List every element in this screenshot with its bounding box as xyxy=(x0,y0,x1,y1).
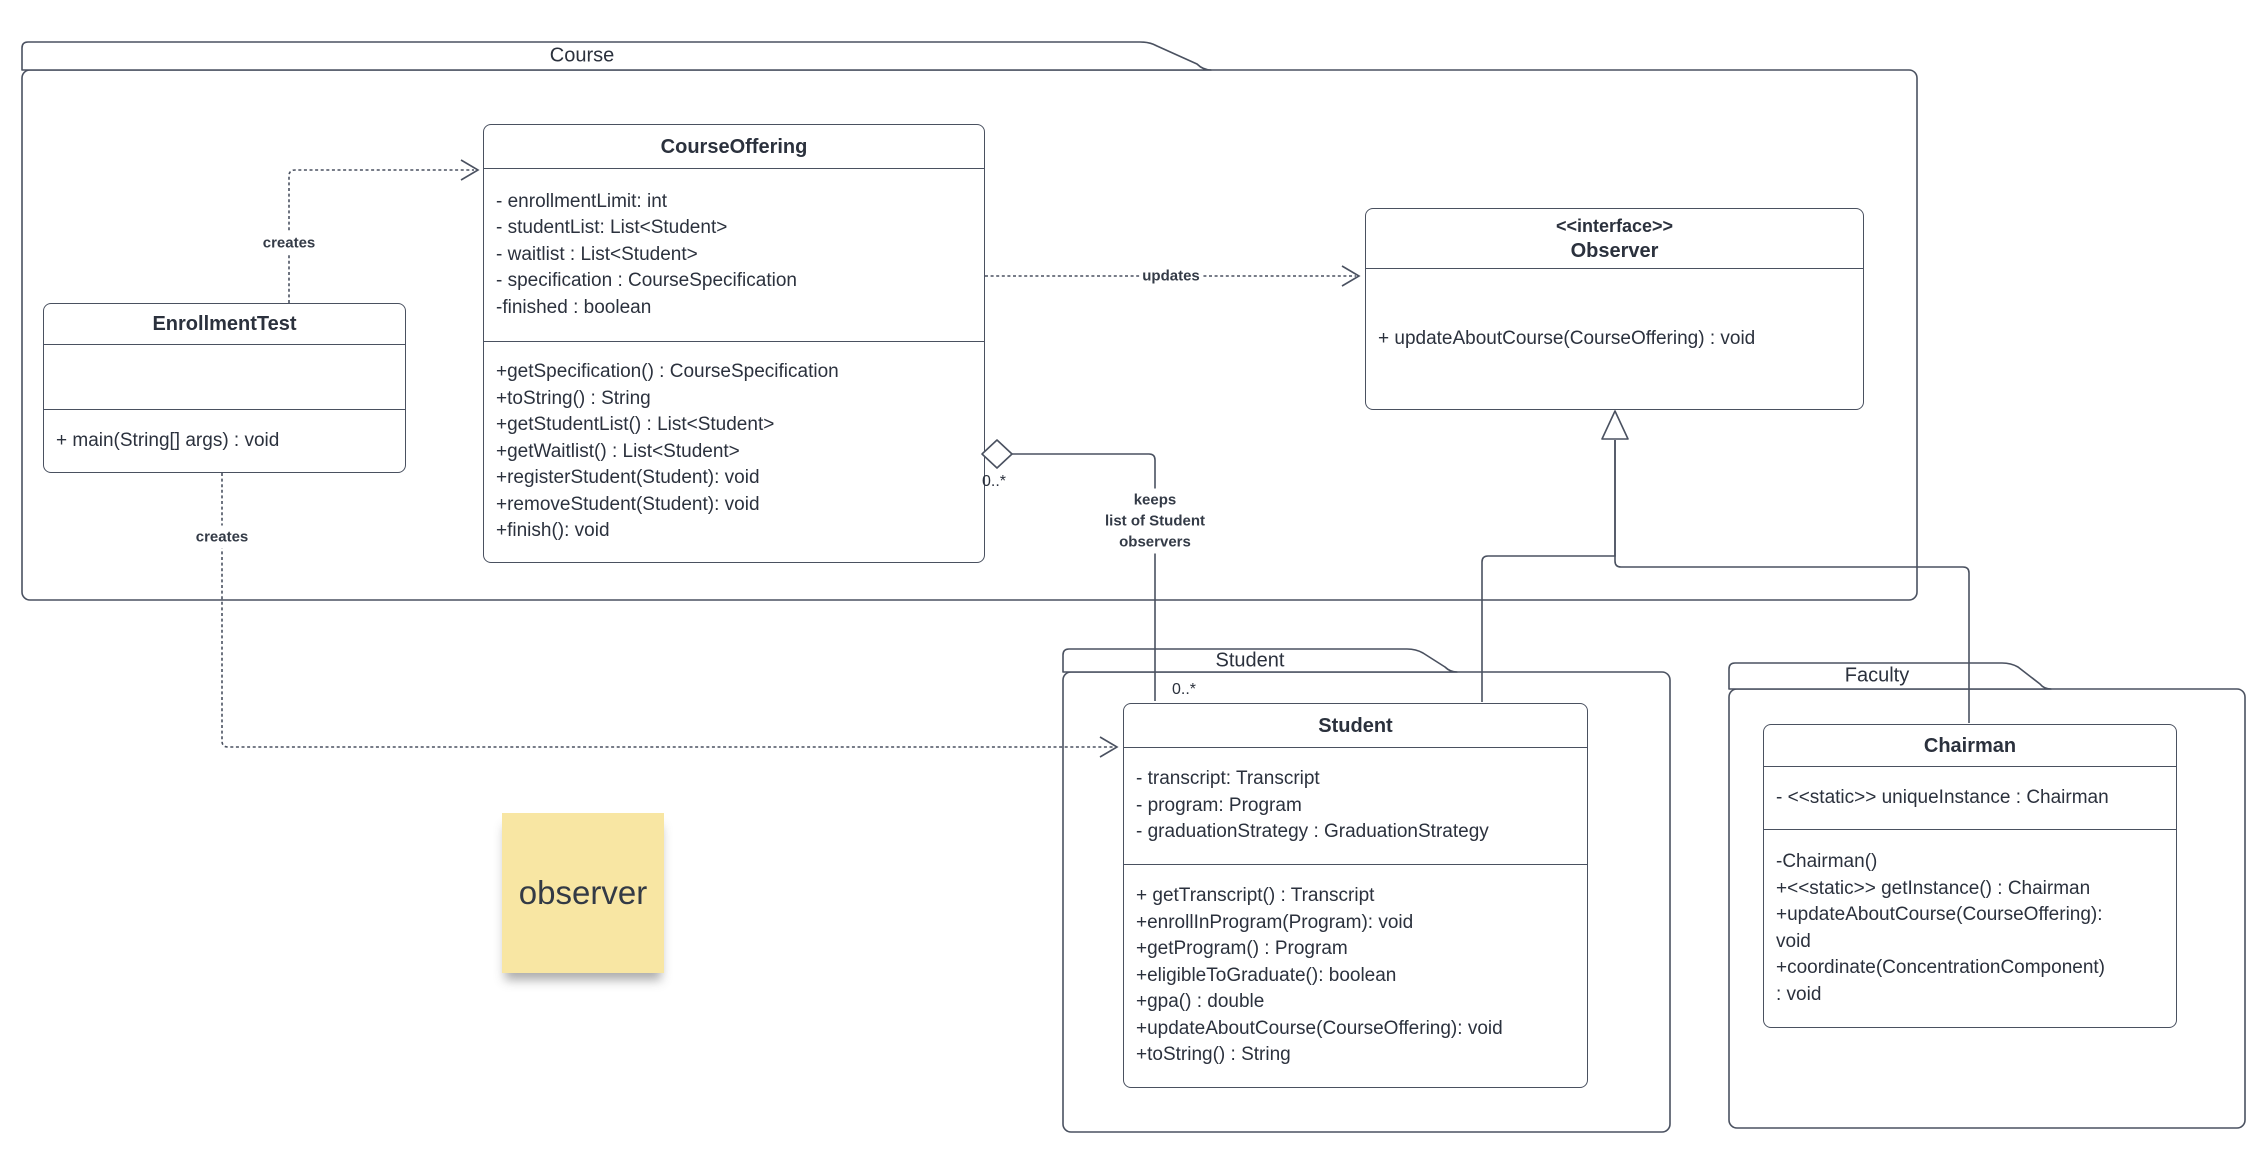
text-line: +coordinate(ConcentrationComponent) xyxy=(1776,957,2106,978)
text-line: : void xyxy=(1776,983,1822,1005)
text-line: +finish(): void xyxy=(496,520,610,542)
sticky-note-text: observer xyxy=(518,874,648,911)
method-section: -Chairman() +<<static>> getInstance() : C… xyxy=(1764,829,2176,1027)
text-line: +enrollInProgram(Program): void xyxy=(1136,911,1414,933)
class-title: EnrollmentTest xyxy=(44,304,405,344)
attribute-section: - transcript: Transcript - program: Progr… xyxy=(1124,747,1587,864)
text-line: +removeStudent(Student): void xyxy=(496,493,760,515)
class-name: CourseOffering xyxy=(660,135,808,158)
edge-label-creates-bottom: creates xyxy=(192,525,252,549)
multiplicity-source: 0..* xyxy=(982,473,1007,490)
class-name: Chairman xyxy=(1923,734,2017,757)
text-line: +getStudentList() : List<Student> xyxy=(496,414,775,436)
package-label-course: Course xyxy=(549,44,615,67)
text-line: + updateAboutCourse(CourseOffering) : vo… xyxy=(1378,327,1756,349)
edge-label-keeps-list: keeps list of Student observers xyxy=(1102,488,1208,554)
attribute-section: - <<static>> uniqueInstance : Chairman xyxy=(1764,766,2176,829)
class-enrollmenttest[interactable]: EnrollmentTest + main(String[] args) : v… xyxy=(43,303,406,473)
stereotype-label: <<interface>> xyxy=(1555,215,1674,236)
text-line: keeps xyxy=(1133,491,1177,509)
package-label-faculty: Faculty xyxy=(1844,664,1910,687)
edge-student-implements-observer[interactable] xyxy=(1481,440,1616,702)
text-line: observers xyxy=(1119,533,1191,551)
multiplicity-target: 0..* xyxy=(1172,681,1197,698)
text-line: + main(String[] args) : void xyxy=(56,429,280,451)
edge-courseoffering-aggregates-student[interactable] xyxy=(981,439,1156,701)
class-title: Student xyxy=(1124,704,1587,747)
class-courseoffering[interactable]: CourseOffering - enrollmentLimit: int - s… xyxy=(483,124,985,563)
attribute-section: - enrollmentLimit: int - studentList: Lis… xyxy=(484,168,984,341)
text-line: +toString() : String xyxy=(496,387,651,409)
class-chairman[interactable]: Chairman - <<static>> uniqueInstance : C… xyxy=(1763,724,2177,1028)
text-line: - graduationStrategy : GraduationStrateg… xyxy=(1136,821,1489,843)
edge-label-updates: updates xyxy=(1139,264,1203,288)
text-line: +updateAboutCourse(CourseOffering): xyxy=(1776,904,2103,925)
text-line: +registerStudent(Student): void xyxy=(496,467,760,489)
text-line: void xyxy=(1776,930,1811,952)
class-student[interactable]: Student - transcript: Transcript - progra… xyxy=(1123,703,1588,1088)
edge-chairman-implements-observer[interactable] xyxy=(1614,440,1970,723)
sticky-note-observer[interactable]: observer xyxy=(502,813,664,973)
text-line: +<<static>> getInstance() : Chairman xyxy=(1776,877,2091,899)
text-line: - waitlist : List<Student> xyxy=(496,243,698,265)
method-section: + getTranscript() : Transcript +enrollInP… xyxy=(1124,864,1587,1087)
package-label-student: Student xyxy=(1215,649,1285,672)
text-line: - specification : CourseSpecification xyxy=(496,270,797,292)
class-observer-interface[interactable]: <<interface>> Observer + updateAboutCour… xyxy=(1365,208,1864,410)
text-line: list of Student xyxy=(1105,512,1205,530)
text-line: - transcript: Transcript xyxy=(1136,768,1320,790)
text-line: +getWaitlist() : List<Student> xyxy=(496,440,740,462)
text-line: -Chairman() xyxy=(1776,851,1878,872)
text-line: +eligibleToGraduate(): boolean xyxy=(1136,964,1397,986)
class-title: <<interface>> Observer xyxy=(1366,209,1863,268)
realization-triangle-icon xyxy=(1601,410,1629,440)
edge-label-creates-top: creates xyxy=(259,231,319,255)
attribute-section xyxy=(44,344,405,409)
text-line: +getSpecification() : CourseSpecificatio… xyxy=(496,361,839,383)
text-line: - studentList: List<Student> xyxy=(496,217,728,239)
text-line: + getTranscript() : Transcript xyxy=(1136,885,1375,907)
class-name: Student xyxy=(1318,714,1393,737)
text-line: - <<static>> uniqueInstance : Chairman xyxy=(1776,786,2109,808)
text-line: - program: Program xyxy=(1136,794,1302,816)
text-line: - enrollmentLimit: int xyxy=(496,190,668,212)
aggregation-diamond-icon xyxy=(981,439,1013,469)
method-section: + updateAboutCourse(CourseOffering) : vo… xyxy=(1366,268,1863,409)
class-title: Chairman xyxy=(1764,725,2176,766)
text-line: +getProgram() : Program xyxy=(1136,938,1348,960)
method-section: + main(String[] args) : void xyxy=(44,409,405,472)
text-line: -finished : boolean xyxy=(496,296,652,318)
class-name: EnrollmentTest xyxy=(152,313,297,335)
text-line: +toString() : String xyxy=(1136,1044,1291,1066)
class-name: Observer xyxy=(1570,239,1659,262)
class-title: CourseOffering xyxy=(484,125,984,168)
method-section: +getSpecification() : CourseSpecificatio… xyxy=(484,341,984,562)
text-line: +gpa() : double xyxy=(1136,991,1265,1013)
text-line: +updateAboutCourse(CourseOffering): void xyxy=(1136,1017,1503,1039)
